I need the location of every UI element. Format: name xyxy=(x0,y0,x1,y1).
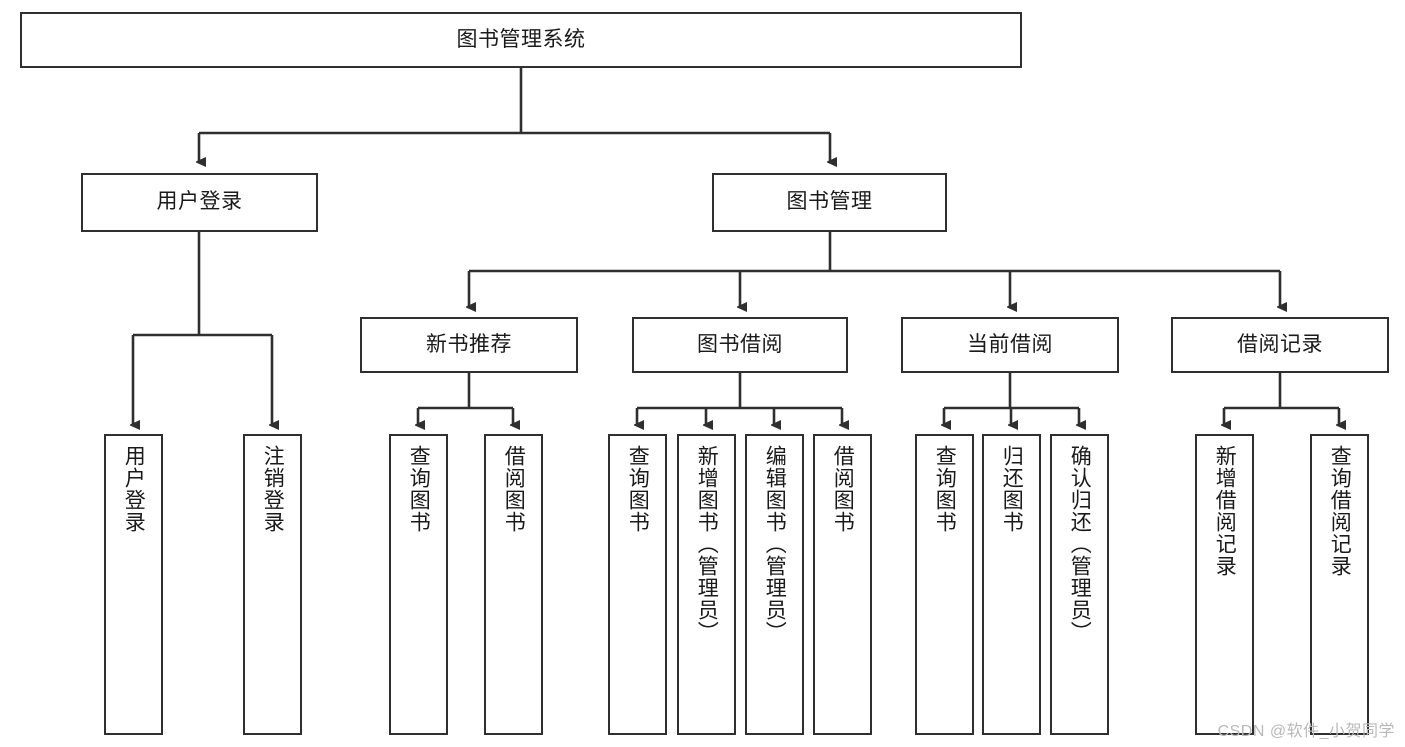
node-label: 编辑图书（管理员） xyxy=(763,445,787,643)
node-label: 注销登录 xyxy=(261,445,285,533)
node-current-borrow[interactable]: 当前借阅 xyxy=(901,317,1119,373)
watermark: CSDN @软件_小贺同学 xyxy=(1217,723,1395,740)
leaf-edit-book-admin[interactable]: 编辑图书（管理员） xyxy=(745,434,804,735)
leaf-query-book-current[interactable]: 查询图书 xyxy=(915,434,974,735)
node-label: 查询图书 xyxy=(933,445,957,533)
leaf-query-book-borrow[interactable]: 查询图书 xyxy=(608,434,667,735)
node-label: 借阅图书 xyxy=(502,445,526,533)
node-label: 图书管理 xyxy=(786,190,873,214)
node-label: 归还图书 xyxy=(1000,445,1024,533)
node-label: 图书借阅 xyxy=(697,332,783,356)
node-book-borrow[interactable]: 图书借阅 xyxy=(632,317,848,373)
node-label: 确认归还（管理员） xyxy=(1068,445,1092,643)
node-user-login[interactable]: 用户登录 xyxy=(81,173,318,232)
node-label: 查询图书 xyxy=(626,445,650,533)
node-label: 新增借阅记录 xyxy=(1213,445,1237,577)
node-book-management[interactable]: 图书管理 xyxy=(712,173,947,232)
leaf-query-borrow-record[interactable]: 查询借阅记录 xyxy=(1310,434,1369,735)
node-label: 查询借阅记录 xyxy=(1328,445,1352,577)
leaf-user-login[interactable]: 用户登录 xyxy=(104,434,163,735)
node-label: 借阅记录 xyxy=(1237,332,1323,356)
leaf-add-book-admin[interactable]: 新增图书（管理员） xyxy=(677,434,736,735)
node-label: 借阅图书 xyxy=(831,445,855,533)
leaf-confirm-return-admin[interactable]: 确认归还（管理员） xyxy=(1050,434,1109,735)
leaf-logout[interactable]: 注销登录 xyxy=(243,434,302,735)
node-new-book-recommend[interactable]: 新书推荐 xyxy=(360,317,578,373)
leaf-query-book-recommend[interactable]: 查询图书 xyxy=(389,434,448,735)
node-label: 新增图书（管理员） xyxy=(695,445,719,643)
node-root-system[interactable]: 图书管理系统 xyxy=(20,12,1022,68)
node-label: 用户登录 xyxy=(156,190,243,214)
node-label: 用户登录 xyxy=(122,445,146,533)
node-label: 当前借阅 xyxy=(967,332,1053,356)
node-label: 图书管理系统 xyxy=(456,27,586,51)
leaf-borrow-book[interactable]: 借阅图书 xyxy=(813,434,872,735)
leaf-borrow-book-recommend[interactable]: 借阅图书 xyxy=(484,434,543,735)
leaf-add-borrow-record[interactable]: 新增借阅记录 xyxy=(1195,434,1254,735)
leaf-return-book[interactable]: 归还图书 xyxy=(982,434,1041,735)
node-borrow-records[interactable]: 借阅记录 xyxy=(1171,317,1389,373)
node-label: 查询图书 xyxy=(407,445,431,533)
node-label: 新书推荐 xyxy=(426,332,512,356)
